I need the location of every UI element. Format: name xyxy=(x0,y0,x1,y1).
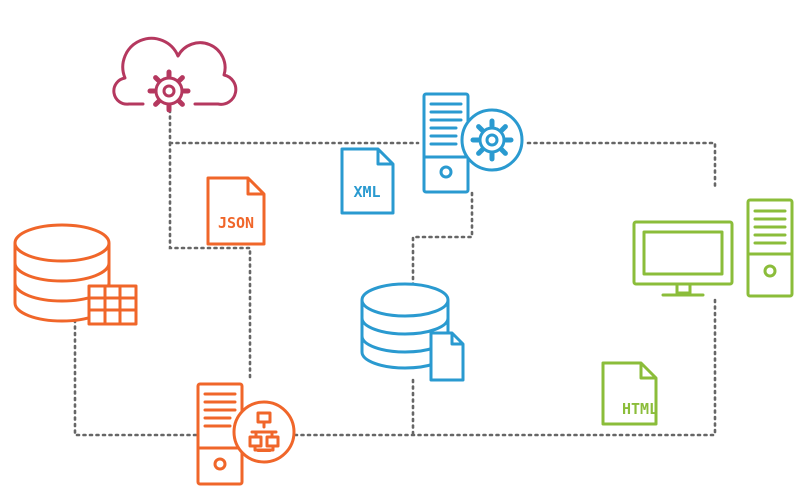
database-document-icon xyxy=(360,282,465,382)
connector-server-to-db-blue xyxy=(411,191,474,287)
json-file-icon: JSON xyxy=(206,176,266,246)
connector-server-to-desktop xyxy=(526,141,717,192)
cloud-gear-icon xyxy=(112,36,238,113)
xml-file-icon: XML xyxy=(340,147,395,215)
connector-cloud-json-loop xyxy=(168,141,252,382)
desktop-computer-icon xyxy=(632,198,794,298)
connector-db-table-to-server xyxy=(73,318,200,437)
html-file-icon: HTML xyxy=(601,361,658,426)
json-label: JSON xyxy=(218,214,254,232)
server-gear-icon xyxy=(422,92,524,194)
database-table-icon xyxy=(13,223,138,326)
server-flowchart-icon xyxy=(196,382,296,486)
html-label: HTML xyxy=(622,400,658,418)
connectors xyxy=(73,108,717,437)
xml-label: XML xyxy=(353,183,380,201)
